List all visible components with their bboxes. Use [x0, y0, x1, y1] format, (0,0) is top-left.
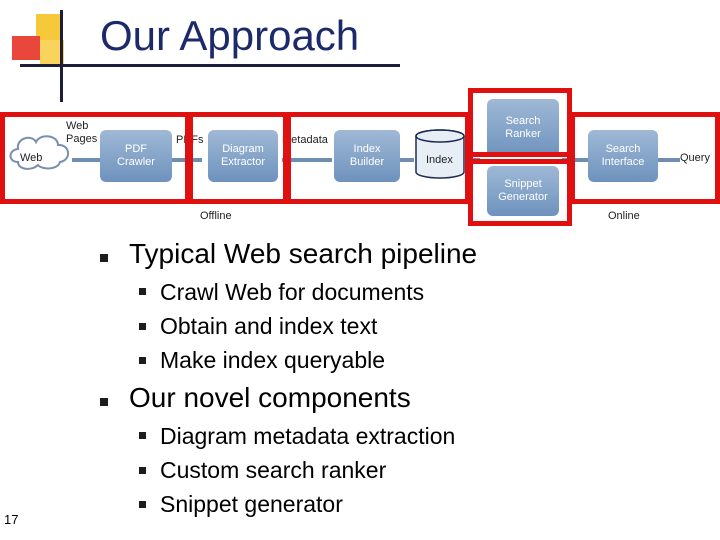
stage-diagram-extractor: Diagram Extractor	[208, 130, 278, 182]
sub-bullet-obtain: Obtain and index text	[160, 313, 378, 339]
pipeline-diagram: Web Web Pages PDF Crawler PDFs Diagram E…	[0, 86, 720, 226]
title-deco-vline	[60, 10, 63, 102]
highlight-search-interface	[570, 112, 720, 204]
highlight-search-ranker	[468, 88, 572, 164]
stage-index-builder: Index Builder	[334, 130, 400, 182]
slide-title: Our Approach	[100, 12, 360, 59]
bullet-marker	[139, 323, 146, 330]
title-deco-hline	[20, 64, 400, 67]
sub-bullet-queryable: Make index queryable	[160, 347, 386, 373]
sub-bullet-ranker: Custom search ranker	[160, 457, 387, 483]
bullet-marker	[139, 467, 146, 474]
label-web: Web	[20, 152, 43, 164]
label-query: Query	[680, 152, 710, 164]
stage-snippet-generator: Snippet Generator	[487, 166, 559, 216]
bullet-marker	[100, 254, 108, 262]
stage-search-interface: Search Interface	[588, 130, 658, 182]
bullet-typical-pipeline: Typical Web search pipeline	[129, 238, 478, 269]
highlight-snippet-generator	[468, 152, 572, 226]
bullet-marker	[139, 432, 146, 439]
web-cloud-icon	[9, 135, 69, 170]
index-database-icon	[415, 129, 465, 179]
arrow-query	[658, 158, 680, 162]
highlight-web-crawler	[0, 112, 190, 204]
arrow-extractor-builder	[282, 158, 332, 162]
bullet-marker	[139, 357, 146, 364]
arrow-web-crawler	[72, 158, 100, 162]
sub-bullet-metadata: Diagram metadata extraction	[160, 423, 456, 449]
arrow-ranker-interface	[562, 158, 588, 162]
stage-pdf-crawler: PDF Crawler	[100, 130, 172, 182]
label-metadata: Metadata	[282, 134, 328, 146]
sub-bullet-crawl: Crawl Web for documents	[160, 279, 425, 305]
bullet-novel-components: Our novel components	[129, 382, 411, 413]
highlight-diagram-extractor	[188, 112, 288, 204]
title-deco-red	[12, 36, 40, 60]
label-offline: Offline	[200, 210, 232, 222]
page-number: 17	[4, 512, 19, 527]
label-web-pages: Web Pages	[66, 120, 98, 145]
sub-bullet-snippet: Snippet generator	[160, 491, 343, 517]
bullet-marker	[100, 398, 108, 406]
title-deco-yellow	[36, 14, 62, 40]
bullet-marker	[139, 288, 146, 295]
arrow-builder-index	[400, 158, 414, 162]
bullet-marker	[139, 501, 146, 508]
label-online: Online	[608, 210, 640, 222]
stage-search-ranker: Search Ranker	[487, 99, 559, 157]
highlight-index-pipeline	[286, 112, 470, 204]
label-index: Index	[426, 154, 453, 166]
